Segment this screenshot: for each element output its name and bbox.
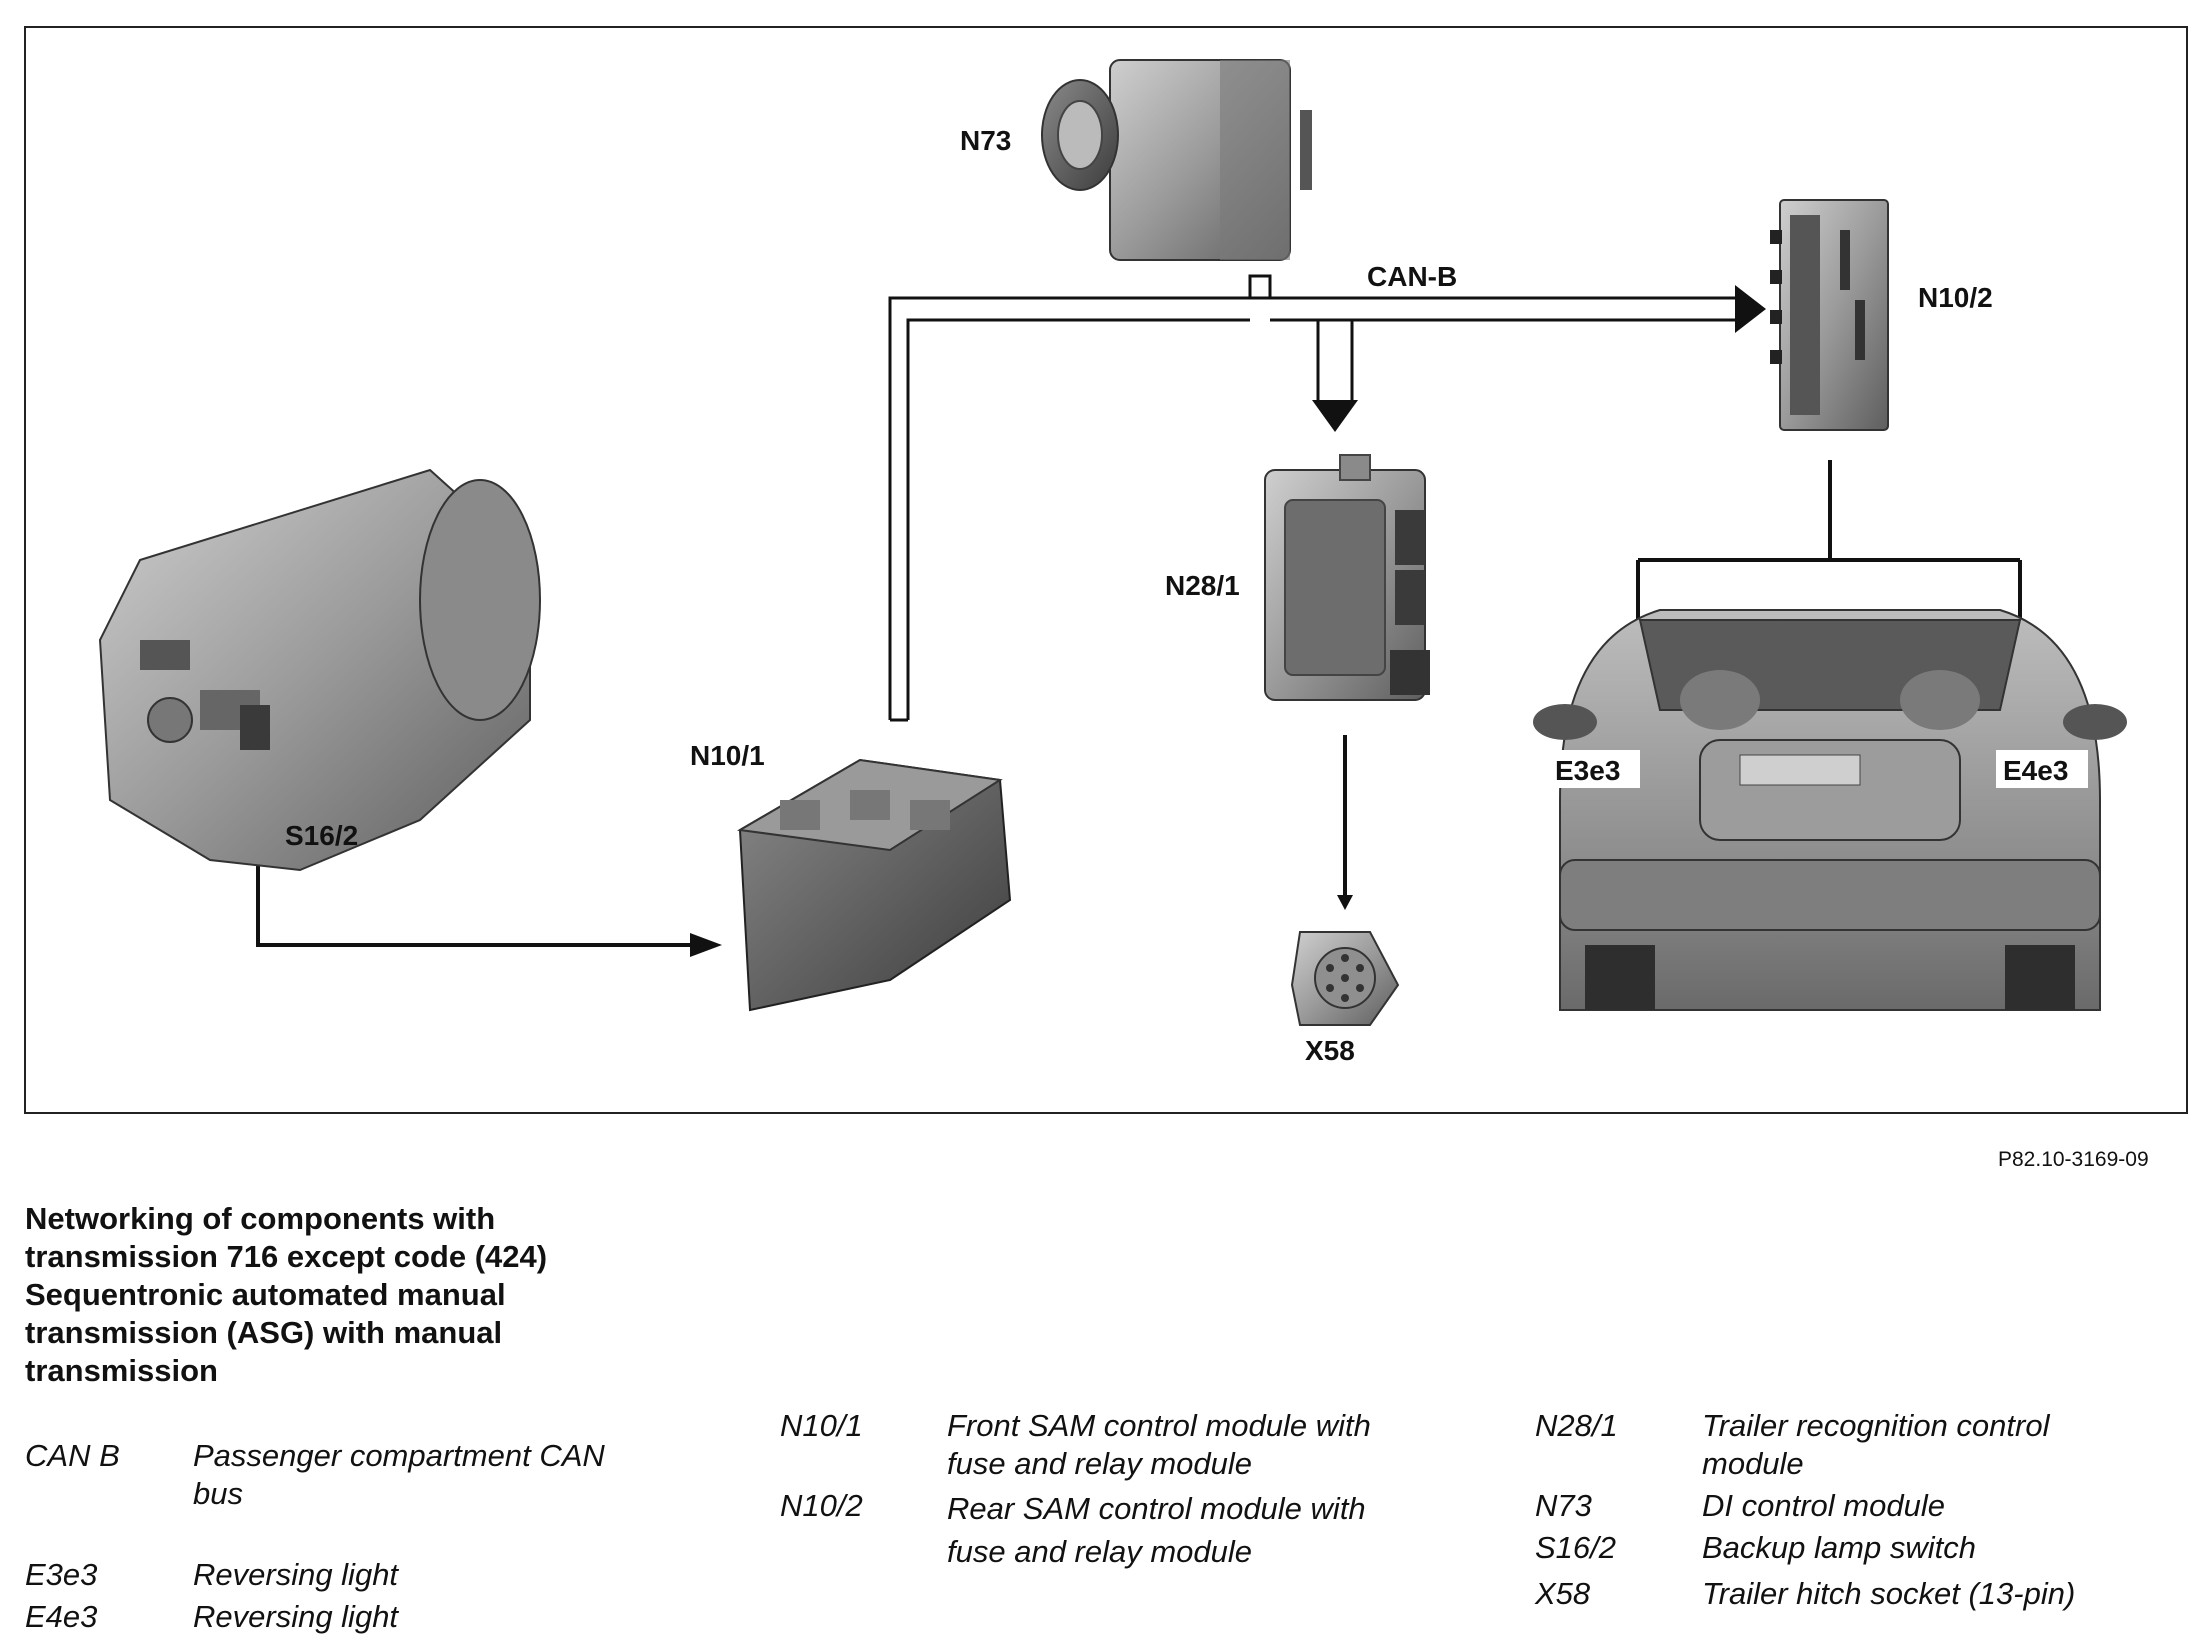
label-can-b: CAN-B [1367,261,1457,292]
legend-desc: Backup lamp switch [1702,1530,1976,1565]
legend-code: N73 [1535,1488,1592,1523]
legend-desc: Rear SAM control module with fuse and re… [947,1491,1366,1569]
label-s16-2: S16/2 [285,820,358,851]
label-n10-1: N10/1 [690,740,765,771]
label-n73: N73 [960,125,1011,156]
diagram-frame [24,26,2188,1114]
legend-desc: Trailer hitch socket (13-pin) [1702,1576,2076,1611]
legend-desc: Front SAM control module with fuse and r… [947,1408,1371,1481]
legend-code: E4e3 [25,1599,98,1634]
can-arrow-n10-2 [1735,285,1766,333]
label-n28-1: N28/1 [1165,570,1240,601]
label-e4e3: E4e3 [2003,755,2068,786]
transmission-image [98,468,541,872]
n73-module-image [1041,59,1312,261]
n10-1-module-image [736,758,1012,1012]
legend-code: CAN B [25,1438,120,1473]
n10-2-module-image [1770,199,1889,431]
can-b-bus [888,274,1735,722]
legend-desc: Reversing light [193,1557,399,1592]
legend-code: N10/1 [780,1408,863,1443]
legend-desc: Passenger compartment CAN bus [193,1438,605,1511]
figure-reference: P82.10-3169-09 [1998,1148,2149,1171]
label-e3e3: E3e3 [1555,755,1620,786]
legend-code: N10/2 [780,1488,863,1523]
can-arrow-n28-1 [1312,400,1358,432]
legend-desc: Reversing light [193,1599,399,1634]
figure-title: Networking of components with transmissi… [25,1201,548,1388]
x58-socket-image [1290,931,1400,1026]
car-rear-image [1533,609,2127,1011]
label-x58: X58 [1305,1035,1355,1066]
arrow-to-n10-1 [690,933,722,957]
label-n10-2: N10/2 [1918,282,1993,313]
legend-code: N28/1 [1535,1408,1618,1443]
arrow-to-x58 [1337,895,1353,910]
legend-code: S16/2 [1535,1530,1617,1565]
legend-desc: Trailer recognition control module [1702,1408,2050,1481]
legend-desc: DI control module [1702,1488,1945,1523]
n28-1-module-image [1264,454,1430,701]
legend-code: X58 [1535,1576,1591,1611]
legend-code: E3e3 [25,1557,98,1592]
